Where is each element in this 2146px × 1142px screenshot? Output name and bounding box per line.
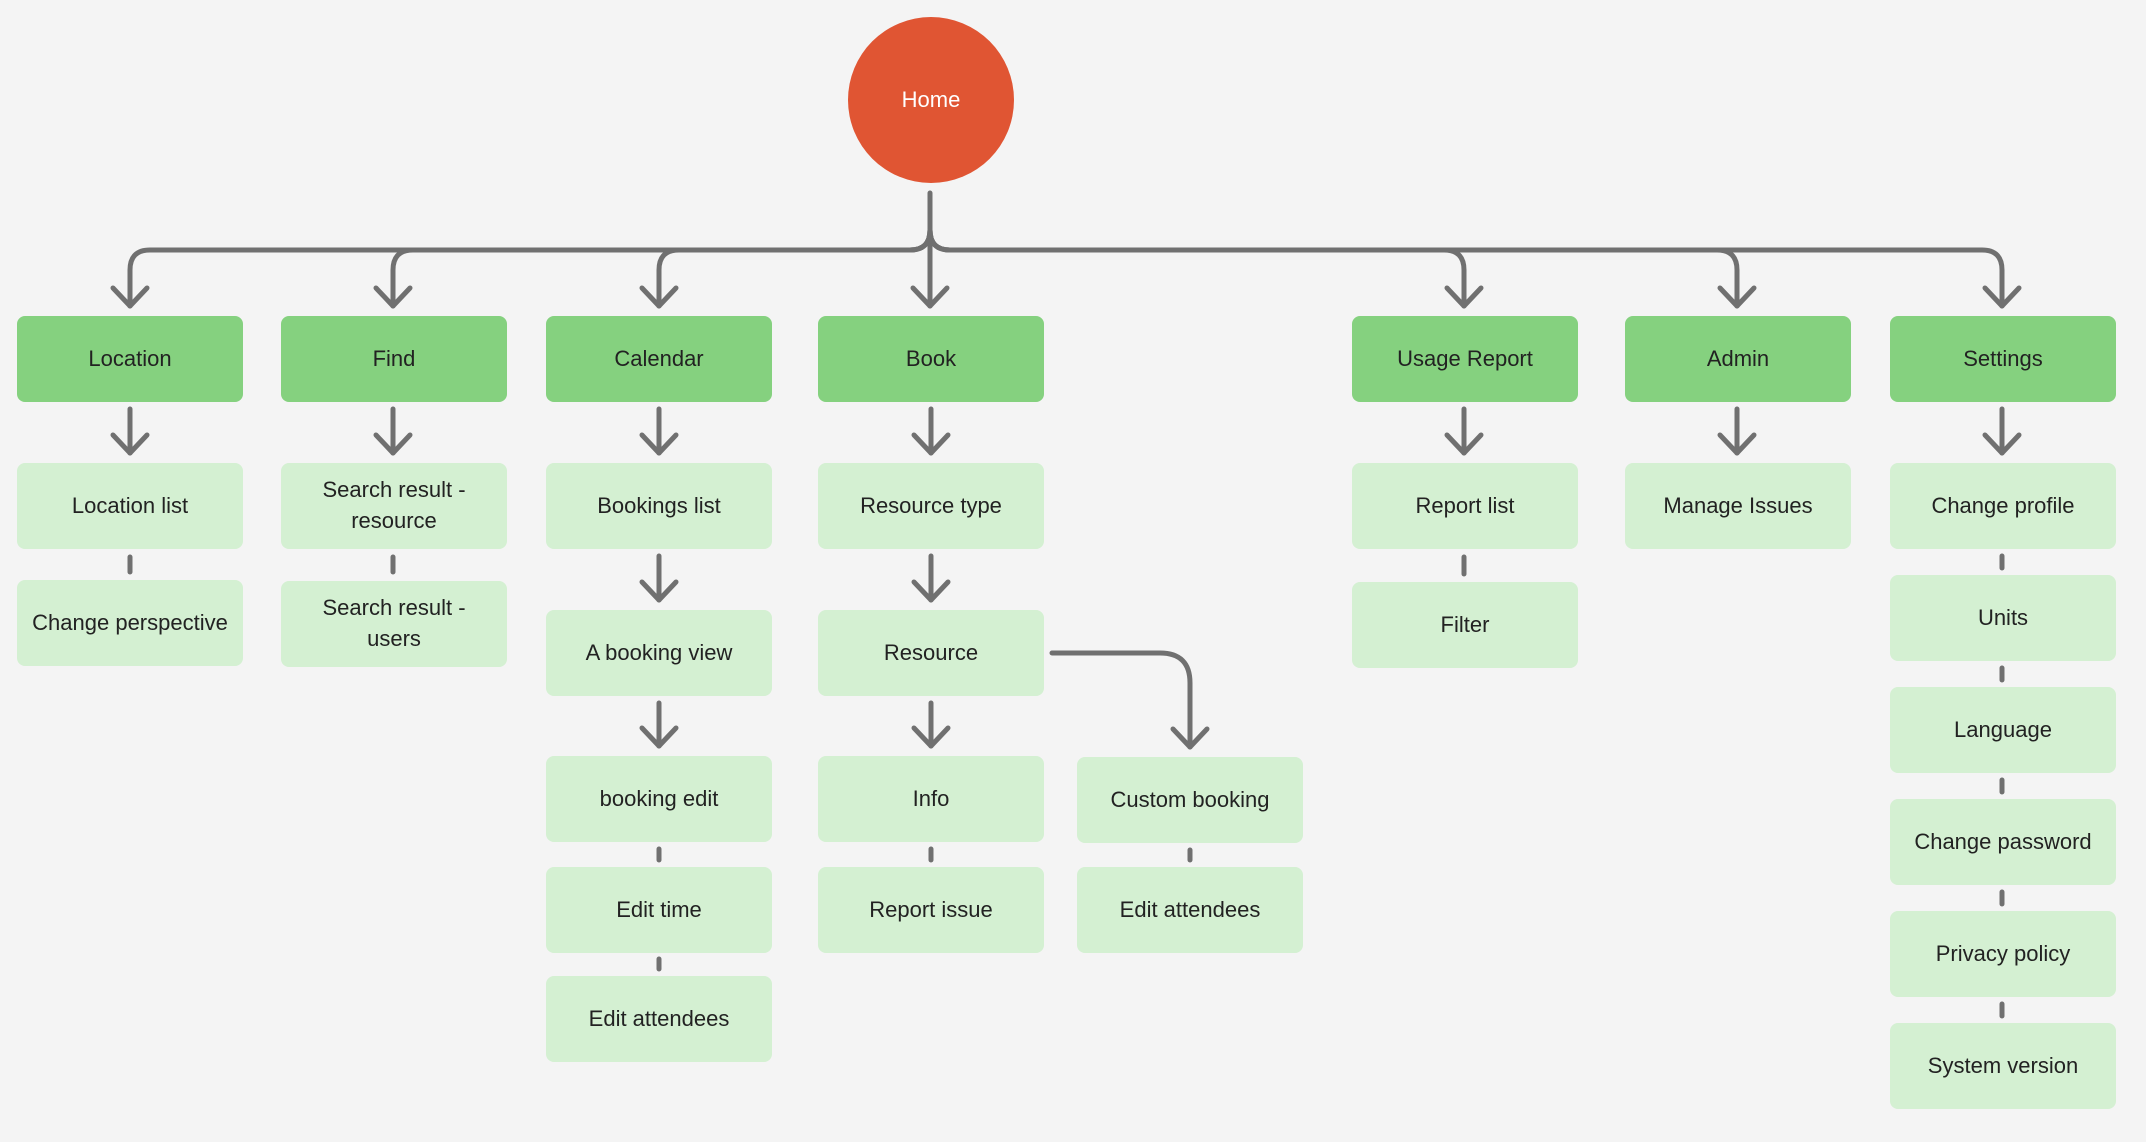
bus-left-2 [656,227,933,309]
report-issue-node[interactable]: Report issue [818,867,1044,953]
calendar-edit-attendees-node[interactable]: Edit attendees [546,976,772,1062]
report-list-node[interactable]: Report list [1352,463,1578,549]
location-list-node[interactable]: Location list [17,463,243,549]
info-node[interactable]: Info [818,756,1044,842]
home-node[interactable]: Home [848,17,1014,183]
resource-to-custom-head [1170,726,1210,750]
system-version-node[interactable]: System version [1890,1023,2116,1109]
find-node[interactable]: Find [281,316,507,402]
location-arrow-head [110,432,150,456]
filter-node[interactable]: Filter [1352,582,1578,668]
change-profile-node[interactable]: Change profile [1890,463,2116,549]
bus-book-head [910,285,950,309]
find-arrow-head [373,432,413,456]
resource-to-custom [1049,650,1193,750]
usage-report-node[interactable]: Usage Report [1352,316,1578,402]
resource-node[interactable]: Resource [818,610,1044,696]
settings-arrow-head [1982,432,2022,456]
privacy-policy-node[interactable]: Privacy policy [1890,911,2116,997]
bus-left-head-1 [373,285,413,309]
booking-view-node[interactable]: A booking view [546,610,772,696]
book-arrow-3-head [911,725,951,749]
admin-node[interactable]: Admin [1625,316,1851,402]
custom-booking-node[interactable]: Custom booking [1077,757,1303,843]
bus-right-2 [927,227,2005,309]
search-result-resource-node[interactable]: Search result - resource [281,463,507,549]
bus-right-0 [927,227,1467,309]
search-result-users-node[interactable]: Search result - users [281,581,507,667]
bookings-list-node[interactable]: Bookings list [546,463,772,549]
resource-type-node[interactable]: Resource type [818,463,1044,549]
book-arrow-2-head [911,579,951,603]
book-arrow-1-head [911,432,951,456]
bus-right-head-2 [1982,285,2022,309]
calendar-node[interactable]: Calendar [546,316,772,402]
bus-left-0 [127,227,933,309]
bus-right-head-0 [1444,285,1484,309]
calendar-arrow-2-head [639,579,679,603]
location-node[interactable]: Location [17,316,243,402]
units-node[interactable]: Units [1890,575,2116,661]
edit-time-node[interactable]: Edit time [546,867,772,953]
settings-node[interactable]: Settings [1890,316,2116,402]
bus-right-head-1 [1717,285,1757,309]
manage-issues-node[interactable]: Manage Issues [1625,463,1851,549]
bus-left-head-2 [639,285,679,309]
change-perspective-node[interactable]: Change perspective [17,580,243,666]
booking-edit-node[interactable]: booking edit [546,756,772,842]
book-edit-attendees-node[interactable]: Edit attendees [1077,867,1303,953]
language-node[interactable]: Language [1890,687,2116,773]
calendar-arrow-1-head [639,432,679,456]
usage-arrow-head [1444,432,1484,456]
book-node[interactable]: Book [818,316,1044,402]
admin-arrow-head [1717,432,1757,456]
calendar-arrow-3-head [639,725,679,749]
bus-left-head-0 [110,285,150,309]
change-password-node[interactable]: Change password [1890,799,2116,885]
bus-right-1 [927,227,1740,309]
